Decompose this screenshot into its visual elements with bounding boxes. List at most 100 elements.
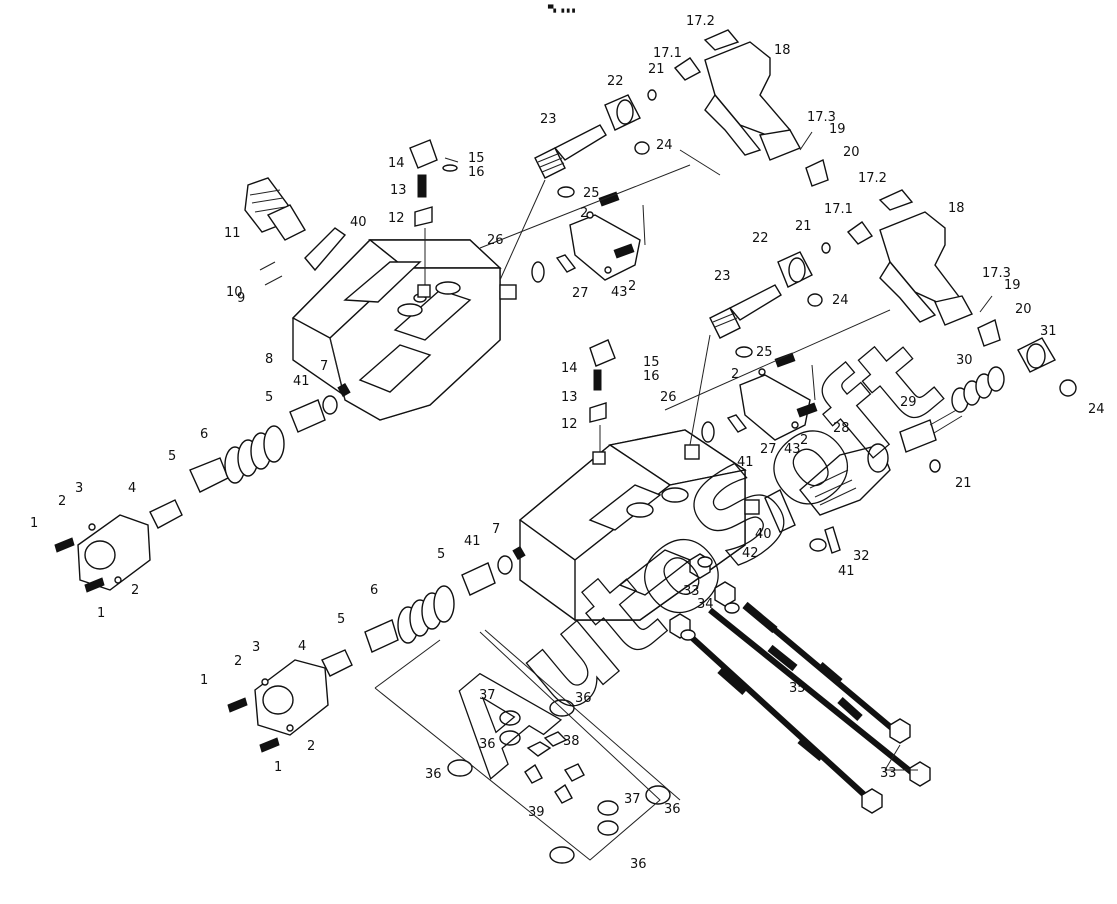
callout-label-l2c: 2 <box>234 654 242 669</box>
upper-spring-seat-5a <box>189 457 229 493</box>
lower-part-7 <box>512 545 526 561</box>
plate-40-lower <box>764 489 796 533</box>
oring-24-right <box>1059 379 1077 397</box>
callout-label-l25b: 25 <box>756 345 773 360</box>
lower-cap-22 <box>777 251 813 288</box>
lower-key-27 <box>726 414 748 433</box>
upper-plate-40 <box>304 227 347 272</box>
callout-label-l14a: 14 <box>388 156 405 171</box>
callout-label-l16a: 16 <box>468 165 485 180</box>
callout-label-l36c: 36 <box>425 767 442 782</box>
upper-spring-6 <box>224 425 285 484</box>
lower-leaders <box>374 309 918 861</box>
upper-spring-seat-5b <box>289 399 326 433</box>
callout-label-l41b: 41 <box>737 455 754 470</box>
seal-kit <box>447 699 671 864</box>
lower-left-endcap <box>227 659 329 753</box>
callout-label-l33a: 33 <box>683 584 700 599</box>
spring-30 <box>951 366 1005 413</box>
callout-label-l28: 28 <box>833 421 850 436</box>
upper-key-27 <box>555 254 577 273</box>
relief-valve-28 <box>799 443 891 516</box>
callout-label-l22b: 22 <box>752 231 769 246</box>
callout-label-l33b: 33 <box>880 766 897 781</box>
callout-label-l16b: 16 <box>643 369 660 384</box>
upper-leaders <box>479 149 721 281</box>
pin-9 <box>264 275 283 286</box>
callout-label-l26a: 26 <box>487 233 504 248</box>
callout-label-l22a: 22 <box>607 74 624 89</box>
callout-label-l9: 9 <box>237 291 245 306</box>
callout-label-l21a: 21 <box>648 62 665 77</box>
callout-label-l11: 11 <box>224 226 241 241</box>
upper-oring-21 <box>647 89 657 101</box>
callout-label-l2f: 2 <box>628 279 636 294</box>
callout-label-l13a: 13 <box>390 183 407 198</box>
oring-21-right <box>929 459 941 473</box>
callout-label-l3a: 3 <box>75 481 83 496</box>
callout-label-l6b: 6 <box>370 583 378 598</box>
callout-label-l2a: 2 <box>58 494 66 509</box>
upper-cap-22 <box>604 94 641 131</box>
upper-oring-41 <box>531 261 545 283</box>
callout-label-l43a: 43 <box>611 285 628 300</box>
callout-label-l173a: 17.3 <box>807 110 836 125</box>
callout-label-l171a: 17.1 <box>653 46 682 61</box>
callout-label-l34: 34 <box>697 597 714 612</box>
callout-label-l14b: 14 <box>561 361 578 376</box>
callout-label-l43b: 43 <box>784 442 801 457</box>
callout-label-l36d: 36 <box>630 857 647 872</box>
callout-label-l172b: 17.2 <box>858 171 887 186</box>
callout-label-l30: 30 <box>956 353 973 368</box>
callout-label-l1d: 1 <box>274 760 282 775</box>
lower-oring-25 <box>735 346 753 358</box>
callout-label-l2b: 2 <box>131 583 139 598</box>
callout-label-l12a: 12 <box>388 211 405 226</box>
lower-spring-seat-5b <box>461 562 496 596</box>
tie-rods-35 <box>675 601 917 803</box>
lower-oring-41 <box>701 421 715 443</box>
upper-oring-25 <box>557 186 575 198</box>
callout-label-l5d: 5 <box>337 612 345 627</box>
callout-label-l42: 42 <box>742 546 759 561</box>
upper-spool-23 <box>534 124 607 179</box>
callout-label-l5c: 5 <box>437 547 445 562</box>
callout-label-l32: 32 <box>853 549 870 564</box>
callout-label-l21c: 21 <box>955 476 972 491</box>
spool-29 <box>899 407 963 453</box>
lower-spool-23 <box>709 284 782 339</box>
lower-cover-43 <box>739 352 818 441</box>
callout-label-l2g: 2 <box>731 367 739 382</box>
lower-spring-6 <box>397 585 455 644</box>
upper-valve-assembly <box>54 29 829 593</box>
callout-label-l1c: 1 <box>200 673 208 688</box>
callout-label-l19b: 19 <box>1004 278 1021 293</box>
upper-oring-24 <box>634 141 650 155</box>
nuts-33 <box>669 553 931 814</box>
callout-label-l171b: 17.1 <box>824 202 853 217</box>
callout-label-l2d: 2 <box>307 739 315 754</box>
callout-label-l36a: 36 <box>479 737 496 752</box>
callout-label-l38: 38 <box>563 734 580 749</box>
callout-label-l19a: 19 <box>829 122 846 137</box>
header-mark: ▀▖▗▗▗ <box>547 4 576 13</box>
callout-label-l29: 29 <box>900 395 917 410</box>
upper-cap-stack <box>409 139 459 298</box>
callout-label-l5a: 5 <box>168 449 176 464</box>
callout-label-l20a: 20 <box>843 145 860 160</box>
callout-label-l35: 35 <box>789 681 806 696</box>
oring-41-right <box>809 538 827 552</box>
callout-label-l172a: 17.2 <box>686 14 715 29</box>
callout-label-l7a: 7 <box>320 359 328 374</box>
upper-left-endcap <box>54 514 151 593</box>
callout-label-l2e: 2 <box>580 206 588 221</box>
lower-oring-41b <box>497 555 513 575</box>
callout-label-l2h: 2 <box>800 433 808 448</box>
callout-label-l27a: 27 <box>572 286 589 301</box>
callout-label-l23a: 23 <box>540 112 557 127</box>
callout-label-l36b: 36 <box>575 691 592 706</box>
callout-labels: 1111222222223344555566778910111212131314… <box>30 14 1105 872</box>
callout-label-l5b: 5 <box>265 390 273 405</box>
callout-label-l6a: 6 <box>200 427 208 442</box>
upper-part-7 <box>337 382 351 398</box>
